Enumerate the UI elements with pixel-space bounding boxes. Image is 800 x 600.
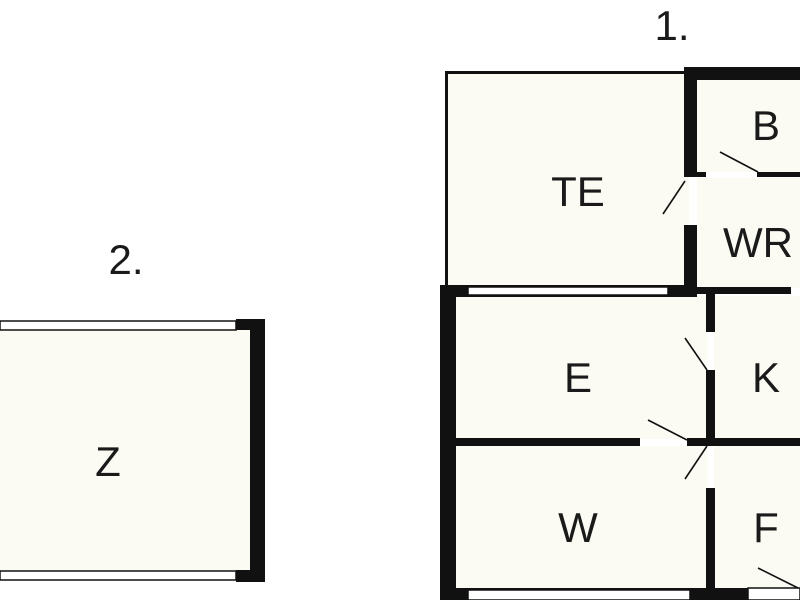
- wall-e-k-lower: [706, 370, 715, 440]
- wall-z-right: [250, 319, 265, 582]
- room-f-floor: [714, 446, 800, 590]
- plan-2-number: 2.: [108, 236, 143, 283]
- room-k-floor: [714, 296, 800, 439]
- plan-1: TE B WR E K W F 1.: [440, 2, 800, 600]
- room-e-label: E: [564, 354, 592, 401]
- room-wr-floor: [697, 178, 800, 288]
- door-e-k: [684, 337, 708, 371]
- wall-b-wr-right: [757, 172, 800, 177]
- wall-e-w-right: [687, 438, 800, 446]
- wall-z-bottom-right: [236, 570, 265, 582]
- wall-wr-bottom: [697, 287, 791, 294]
- window-f-bottom: [747, 587, 800, 600]
- wall-te-left: [445, 71, 448, 289]
- window-z-bottom: [0, 570, 237, 581]
- room-f-label: F: [753, 504, 779, 551]
- room-w-label: W: [558, 504, 598, 551]
- wall-e-k-upper: [706, 290, 715, 332]
- plan-2: Z 2.: [0, 236, 265, 582]
- wall-b-top: [684, 67, 800, 80]
- room-z-label: Z: [95, 438, 121, 485]
- window-z-top: [0, 320, 237, 331]
- room-te-floor: [447, 73, 689, 287]
- room-b-floor: [697, 80, 800, 172]
- room-k-label: K: [752, 354, 780, 401]
- door-te-wr: [662, 180, 686, 215]
- room-e-floor: [455, 296, 707, 439]
- room-wr-label: WR: [723, 219, 793, 266]
- door-f: [757, 567, 799, 589]
- door-b-wr: [719, 151, 759, 173]
- wall-te-b-upper: [684, 67, 697, 177]
- room-z-floor: [0, 322, 255, 577]
- window-w-bottom: [467, 589, 691, 600]
- door-w-f: [684, 445, 708, 480]
- wall-w-f: [706, 488, 715, 600]
- room-b-label: B: [752, 102, 780, 149]
- window-te-e: [467, 286, 669, 296]
- wall-b-wr-left: [697, 172, 706, 177]
- wall-te-top: [445, 71, 689, 74]
- door-e-w: [647, 419, 688, 441]
- room-te-label: TE: [551, 168, 605, 215]
- room-w-floor: [455, 446, 707, 590]
- plan-1-number: 1.: [654, 2, 689, 49]
- wall-e-w-left: [455, 438, 640, 446]
- wall-te-wr-lower: [684, 225, 697, 297]
- wall-left-outer: [440, 285, 456, 600]
